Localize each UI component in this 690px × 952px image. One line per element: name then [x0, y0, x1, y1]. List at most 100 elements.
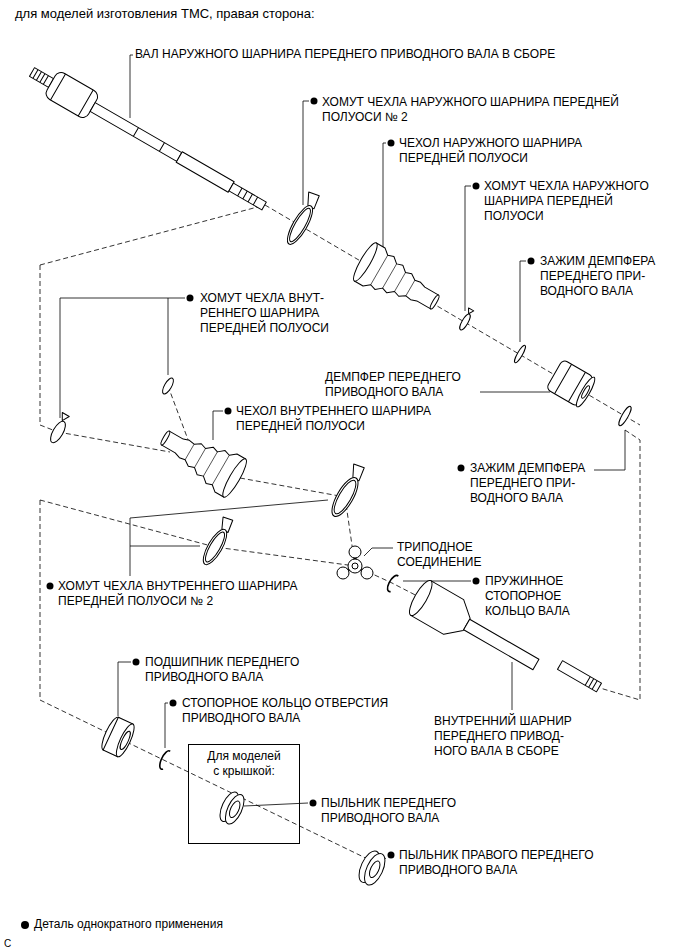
snap-ring [385, 574, 399, 592]
outer-shaft [229, 183, 266, 210]
leader-line [60, 55, 625, 861]
boot [219, 456, 250, 499]
part-name: ЧЕХОЛ ВНУТРЕННЕГО ШАРНИРА ПЕРЕДНЕЙ ПОЛУО… [236, 404, 433, 434]
part-name: ВНУТРЕННИЙ ШАРНИР ПЕРЕДНЕГО ПРИВОД- НОГО… [434, 714, 574, 759]
band-clamp [199, 526, 231, 568]
leader-line [130, 500, 328, 576]
hole-snap-ring [158, 749, 172, 770]
diagram-title: для моделей изготовления ТМС, правая сто… [15, 6, 315, 22]
dust-seal [222, 792, 248, 827]
damper [546, 359, 598, 408]
leader-line [130, 546, 200, 547]
leader-line [213, 411, 223, 440]
part-name: ТРИПОДНОЕ СОЕДИНЕНИЕ [397, 540, 484, 570]
leader-line [480, 392, 550, 393]
guide-line [40, 500, 41, 700]
boot [350, 240, 447, 322]
part-name: ЗАЖИМ ДЕМПФЕРА ПЕРЕДНЕГО ПРИ- ВОДНОГО ВА… [470, 461, 588, 506]
inner-joint [464, 619, 539, 669]
tripod [349, 546, 361, 558]
part-name: ЧЕХОЛ НАРУЖНОГО ШАРНИРА ПЕРЕДНЕЙ ПОЛУОСИ [399, 136, 585, 166]
leader-line [383, 143, 386, 250]
small-clamp [457, 308, 475, 331]
single-use-dot [310, 800, 317, 807]
outer-shaft [238, 188, 258, 205]
single-use-dot [170, 700, 177, 707]
leader-line [512, 662, 513, 710]
leader-line [520, 261, 526, 342]
guide-line [58, 432, 170, 452]
small-clamp [160, 376, 175, 395]
outer-shaft [133, 128, 164, 152]
damper [580, 385, 590, 399]
single-use-dot [473, 183, 480, 190]
outer-shaft [176, 152, 234, 192]
outer-shaft [50, 74, 93, 116]
leader-line [364, 548, 393, 556]
dust-seal [216, 789, 248, 826]
band-clamp [326, 462, 369, 520]
band-clamp [202, 530, 228, 564]
single-use-dot [388, 140, 395, 147]
leader-line [60, 298, 185, 418]
single-use-dot [458, 465, 465, 472]
tripod [352, 563, 358, 569]
part-name: ПЫЛЬНИК ПЕРЕДНЕГО ПРИВОДНОГО ВАЛА [321, 796, 459, 826]
band-clamp [198, 515, 237, 568]
part-name: ХОМУТ ЧЕХЛА ВНУТ- РЕННЕГО ШАРНИРА ПЕРЕДН… [200, 291, 331, 336]
damper-clip [513, 344, 527, 364]
single-use-dot [225, 408, 232, 415]
single-use-dot [21, 921, 29, 929]
outer-shaft [90, 103, 182, 162]
damper-clip [513, 344, 527, 364]
leader-line [165, 703, 168, 748]
leader-line [130, 55, 133, 118]
leader-line [118, 662, 131, 716]
single-use-dot [528, 258, 535, 265]
tripod [337, 567, 349, 579]
leader-line [168, 298, 169, 375]
leader-line [403, 581, 471, 582]
small-clamp [458, 313, 472, 332]
inner-joint [406, 578, 436, 619]
figure-code: C [4, 938, 14, 950]
band-clamp [281, 190, 323, 247]
single-use-dot [187, 295, 194, 302]
dust-seal [367, 859, 382, 879]
note-box: Для моделей с крышкой: [188, 744, 300, 844]
part-name: ПРУЖИННОЕ СТОПОРНОЕ КОЛЬЦО ВАЛА [485, 574, 572, 619]
bearing [99, 715, 138, 759]
part-name: ЗАЖИМ ДЕМПФЕРА ПЕРЕДНЕГО ПРИ- ВОДНОГО ВА… [540, 254, 658, 299]
boot [371, 255, 419, 302]
legend-text: Деталь однократного применения [34, 917, 223, 932]
boot [160, 430, 171, 446]
leader-line [465, 186, 471, 311]
outer-shaft [33, 70, 48, 85]
single-use-dot [311, 98, 318, 105]
band-clamp [330, 478, 359, 517]
tripod [361, 567, 373, 579]
stub-shaft [585, 677, 597, 690]
single-use-dot [473, 578, 480, 585]
boot [429, 294, 440, 310]
box-heading: Для моделей с крышкой: [206, 749, 282, 779]
boot [181, 437, 229, 484]
guide-line [40, 205, 265, 265]
tripod [337, 546, 373, 579]
outer-shaft [25, 59, 272, 219]
part-name: ПОДШИПНИК ПЕРЕДНЕГО ПРИВОДНОГО ВАЛА [145, 655, 302, 685]
stub-shaft [558, 661, 602, 692]
dust-seal [355, 848, 389, 888]
damper-clip [617, 405, 633, 427]
guide-line [600, 430, 640, 700]
part-name: ВАЛ НАРУЖНОГО ШАРНИРА ПЕРЕДНЕГО ПРИВОДНО… [135, 47, 558, 62]
leader-line [244, 803, 308, 806]
damper-clip [617, 405, 633, 427]
part-name: ХОМУТ ЧЕХЛА НАРУЖНОГО ШАРНИРА ПЕРЕДНЕЙ П… [322, 95, 621, 125]
leader-line [303, 101, 309, 205]
part-name: ПЫЛЬНИК ПРАВОГО ПЕРЕДНЕГО ПРИВОДНОГО ВАЛ… [399, 848, 596, 878]
band-clamp [286, 206, 314, 244]
guide-line [240, 478, 345, 497]
leader-line [594, 430, 625, 470]
